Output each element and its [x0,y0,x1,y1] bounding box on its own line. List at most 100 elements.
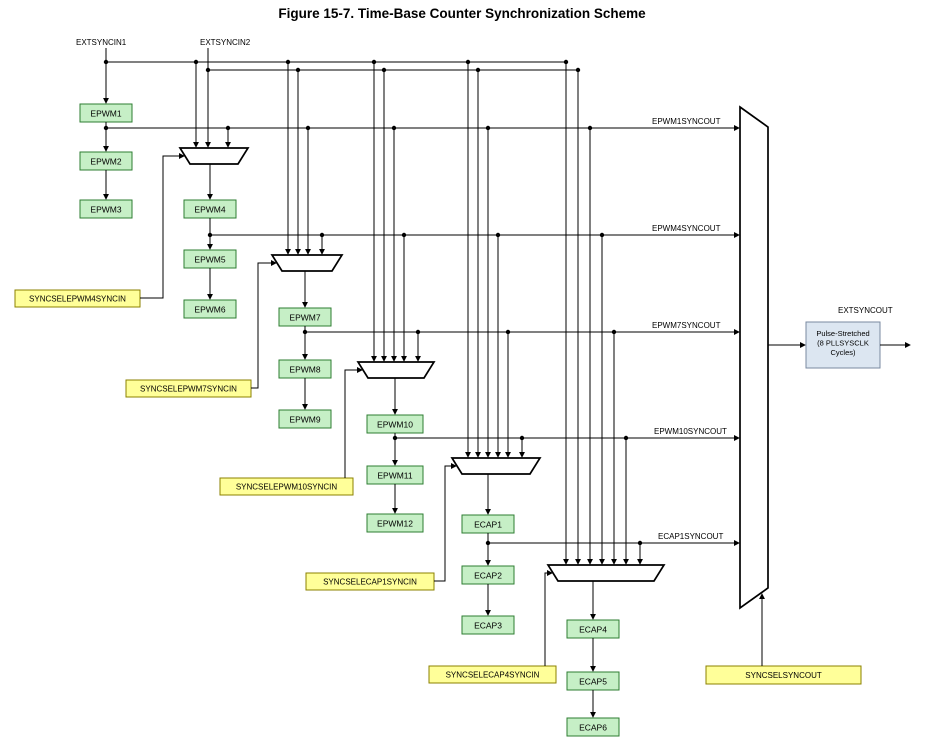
muxes [178,105,769,610]
wire-select-epwm7syncin [251,260,277,389]
junction-dot [587,125,593,131]
module-box [79,199,133,219]
select-ecap4syncin: SYNCSELECAP4SYNCIN [428,665,557,684]
junction-dot [103,125,109,131]
select-epwm10syncin: SYNCSELEPWM10SYNCIN [219,477,354,496]
junction-dot [205,67,211,73]
net-labels: EXTSYNCIN1 EXTSYNCIN2 EPWM1SYNCOUT EPWM4… [76,38,893,541]
module-blocks: EPWM1 EPWM2 EPWM3 EPWM4 EPWM5 EPWM6 EPWM… [79,103,620,737]
label-epwm4syncout: EPWM4SYNCOUT [652,224,721,233]
module-label: ECAP6 [579,723,607,733]
module-epwm7: EPWM7 [278,307,332,327]
module-label: EPWM4 [194,205,225,215]
junction-dot [519,435,525,441]
pulse-stretch-line1: Pulse-Stretched [816,329,869,338]
select-epwm4syncin: SYNCSELEPWM4SYNCIN [14,289,141,308]
pulse-stretch-block: Pulse-Stretched (8 PLLSYSCLK Cycles) [805,321,881,369]
select-box [428,665,557,684]
wire-select-ecap1syncin [434,463,457,582]
junction-dot [415,329,421,335]
module-epwm11: EPWM11 [366,465,424,485]
junction-dot [285,59,291,65]
sync-select-blocks: SYNCSELEPWM4SYNCIN SYNCSELEPWM7SYNCIN SY… [14,289,862,685]
junction-dot [302,329,308,335]
junction-dot [381,67,387,73]
module-box [566,717,620,737]
module-ecap4: ECAP4 [566,619,620,639]
select-syncout: SYNCSELSYNCOUT [705,665,862,685]
junction-dot [611,329,617,335]
junction-dot [225,125,231,131]
label-extsyncout: EXTSYNCOUT [838,306,893,315]
select-label: SYNCSELECAP4SYNCIN [446,671,540,680]
junction-dot [193,59,199,65]
junction-dot [505,329,511,335]
module-epwm12: EPWM12 [366,513,424,533]
module-epwm6: EPWM6 [183,299,237,319]
wire-select-epwm4syncin [140,153,185,299]
module-epwm1: EPWM1 [79,103,133,123]
module-epwm3: EPWM3 [79,199,133,219]
junction-dot [495,232,501,238]
module-label: EPWM3 [90,205,121,215]
module-label: ECAP1 [474,520,502,530]
mux-epwm10syncin [356,361,436,379]
label-ecap1syncout: ECAP1SYNCOUT [658,532,723,541]
module-epwm2: EPWM2 [79,151,133,171]
module-label: EPWM2 [90,157,121,167]
module-epwm10: EPWM10 [366,414,424,434]
junction-dot [485,125,491,131]
module-label: EPWM11 [377,471,413,481]
label-epwm1syncout: EPWM1SYNCOUT [652,117,721,126]
wire-select-ecap4syncin [544,570,553,666]
module-label: ECAP5 [579,677,607,687]
module-label: ECAP3 [474,621,502,631]
module-label: ECAP2 [474,571,502,581]
top-input-wires [103,48,578,148]
junction-dot [305,125,311,131]
module-label: EPWM6 [194,305,225,315]
mux-epwm7syncin [270,254,344,272]
junction-dot [371,59,377,65]
figure-title: Figure 15-7. Time-Base Counter Synchroni… [278,6,646,21]
junction-dot [207,232,213,238]
select-epwm7syncin: SYNCSELEPWM7SYNCIN [125,379,252,398]
module-label: EPWM7 [289,313,320,323]
junction-dot [392,435,398,441]
mux-input-drops [193,62,643,565]
module-epwm9: EPWM9 [278,409,332,429]
select-label: SYNCSELSYNCOUT [745,671,822,680]
junction-dot [563,59,569,65]
select-label: SYNCSELECAP1SYNCIN [323,578,417,587]
module-ecap1: ECAP1 [461,514,515,534]
pulse-stretch-box [805,321,881,369]
mux-ecap4syncin [546,564,666,582]
mux-epwm4syncin [178,147,250,165]
junction-dot [637,540,643,546]
junction-dot [391,125,397,131]
module-ecap3: ECAP3 [461,615,515,635]
select-box [219,477,354,496]
junction-dot [623,435,629,441]
module-label: EPWM10 [377,420,413,430]
select-wires [140,153,765,666]
module-box [366,513,424,533]
mux-syncout [739,105,769,610]
module-label: EPWM9 [289,415,320,425]
select-label: SYNCSELEPWM4SYNCIN [29,295,126,304]
module-ecap6: ECAP6 [566,717,620,737]
module-epwm4: EPWM4 [183,199,237,219]
pulse-stretch-line3: Cycles) [830,348,856,357]
module-box [183,299,237,319]
module-box [278,409,332,429]
module-box [461,615,515,635]
junction-dots [103,59,643,546]
module-label: EPWM1 [90,109,121,119]
label-extsyncin2: EXTSYNCIN2 [200,38,251,47]
junction-dot [319,232,325,238]
select-box [705,665,862,685]
junction-dot [465,59,471,65]
module-ecap5: ECAP5 [566,671,620,691]
mux-ecap1syncin [450,457,542,475]
